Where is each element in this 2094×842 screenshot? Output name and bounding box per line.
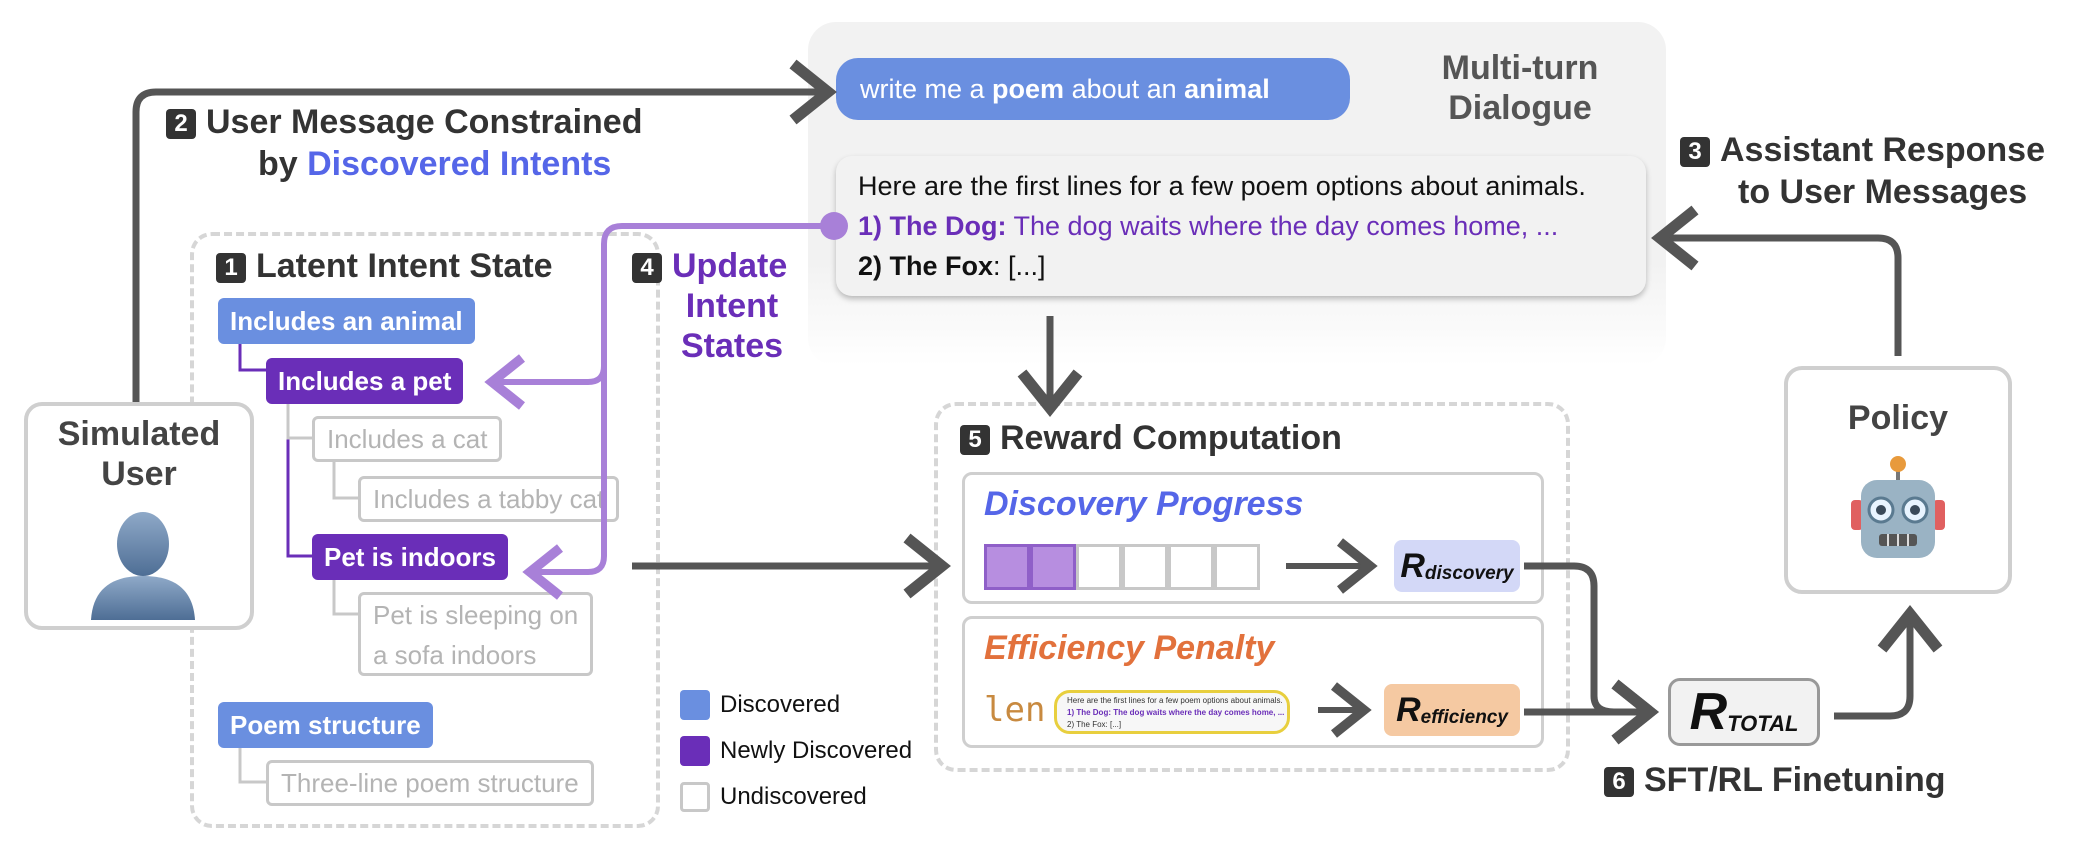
arrow-total-to-policy	[1834, 605, 1943, 720]
step2-label-line2: by Discovered Intents	[258, 145, 612, 183]
intent-includes-pet: Includes a pet	[266, 358, 464, 404]
simulated-user-line1: Simulated	[57, 415, 221, 453]
intent-poem-structure: Poem structure	[218, 702, 433, 748]
simulated-user-line2: User	[101, 455, 177, 493]
progress-square	[1214, 544, 1260, 590]
legend-newly-label: Newly Discovered	[720, 737, 913, 764]
arrow-user-to-dialogue	[132, 59, 837, 402]
tree-connectors-discovered	[238, 344, 312, 558]
intent-includes-animal: Includes an animal	[218, 298, 475, 344]
intent-includes-tabby-cat: Includes a tabby cat	[358, 476, 620, 522]
arrow-rdiscovery-to-total	[1524, 562, 1659, 745]
arrow-policy-to-dialogue	[1651, 205, 1902, 356]
step2-badge: 2	[166, 109, 196, 140]
mini-response-preview: Here are the first lines for a few poem …	[1054, 690, 1290, 734]
dialogue-title-line2: Dialogue	[1448, 89, 1592, 127]
legend-discovered-label: Discovered	[720, 691, 841, 718]
intent-pet-indoors: Pet is indoors	[312, 534, 508, 580]
intent-pet-sleeping: Pet is sleeping on a sofa indoors	[358, 592, 594, 676]
discovery-progress-title: Discovery Progress	[984, 485, 1304, 523]
step4-badge: 4	[632, 253, 662, 284]
arrow-update-to-pet	[484, 223, 834, 410]
policy-title: Policy	[1847, 399, 1949, 437]
progress-square	[984, 544, 1030, 590]
r-efficiency-label: Refficiency	[1384, 684, 1520, 736]
assistant-message-bubble: Here are the first lines for a few poem …	[836, 156, 1646, 296]
robot-icon	[1851, 456, 1945, 558]
progress-square	[1076, 544, 1122, 590]
arrow-update-to-indoors	[522, 366, 607, 600]
intent-three-line-structure: Three-line poem structure	[266, 760, 594, 806]
len-label: len	[984, 690, 1046, 730]
discovery-progress-bar	[984, 544, 1260, 590]
efficiency-penalty-title: Efficiency Penalty	[984, 629, 1275, 667]
progress-square	[1122, 544, 1168, 590]
bust-in-silhouette-icon	[91, 512, 195, 620]
step5-badge: 5	[960, 425, 990, 456]
assistant-option-2: 2) The Fox: [...]	[858, 251, 1046, 281]
assistant-line1: Here are the first lines for a few poem …	[858, 171, 1586, 201]
simulated-user-box: Simulated User	[24, 402, 254, 630]
step4-label-line3: States	[680, 327, 784, 365]
r-total-box: RTOTAL	[1668, 678, 1820, 746]
dialogue-title-line1: Multi-turn	[1441, 49, 1599, 87]
progress-square	[1030, 544, 1076, 590]
step1-badge: 1	[216, 253, 246, 284]
step4-label-line2: Intent	[685, 287, 779, 325]
intent-includes-cat: Includes a cat	[312, 416, 503, 462]
assistant-option-1: 1) The Dog: The dog waits where the day …	[858, 211, 1559, 241]
tree-connectors-undiscovered	[238, 404, 358, 784]
policy-box: Policy	[1784, 366, 2012, 594]
legend-undiscovered-swatch	[680, 782, 710, 812]
step3-label-line2: to User Messages	[1738, 173, 2028, 211]
user-message-bubble: write me a poem about an animal	[836, 58, 1350, 120]
progress-square	[1168, 544, 1214, 590]
legend-discovered-swatch	[680, 690, 710, 720]
legend-undiscovered-label: Undiscovered	[720, 783, 867, 810]
legend-newly-swatch	[680, 736, 710, 766]
dialogue-title: Multi-turn Dialogue	[1420, 48, 1620, 128]
step3-badge: 3	[1680, 137, 1710, 168]
r-discovery-label: Rdiscovery	[1394, 540, 1520, 592]
step6-badge: 6	[1604, 767, 1634, 798]
